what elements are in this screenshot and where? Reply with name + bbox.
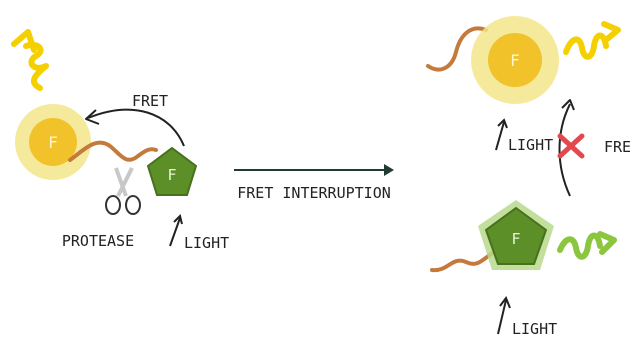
light-arrow-right-top (495, 121, 505, 151)
linker-left (68, 140, 158, 162)
label-fret-right: FRET (604, 138, 630, 156)
fluorophore-letter-yellow-right: F (510, 51, 520, 70)
label-fret-interruption: FRET INTERRUPTION (237, 184, 391, 202)
fret-arrowhead-left (85, 109, 100, 125)
label-light-right-top: LIGHT (508, 136, 553, 154)
fluorophore-letter-green-right: F (511, 230, 520, 248)
yellow-fluorophore-left (29, 118, 77, 166)
yellow-emission-wave-left (23, 42, 49, 91)
linker-right-bottom (430, 250, 496, 273)
fret-arrow-left (87, 108, 185, 147)
green-fluorophore-left (146, 146, 198, 196)
yellow-emission-arrowhead-left (11, 29, 37, 53)
light-arrow-left (169, 217, 181, 247)
light-arrowhead-right-top (497, 118, 508, 129)
light-arrow-right-bottom (497, 299, 507, 335)
cross-icon (557, 133, 585, 159)
linker-right-top (426, 26, 488, 72)
fluorophore-letter-yellow-left: F (48, 133, 58, 152)
yellow-emission-arrowhead-right (601, 21, 621, 43)
label-fret-top: FRET (132, 92, 168, 110)
label-protease: PROTEASE (62, 232, 134, 250)
label-light-right-bottom: LIGHT (512, 320, 557, 338)
yellow-emission-wave-right (563, 32, 609, 60)
light-arrowhead-right-bottom (499, 295, 511, 309)
fluorophore-letter-green-left: F (167, 166, 176, 184)
label-light-left: LIGHT (184, 234, 229, 252)
fret-arrowhead-right (561, 99, 575, 111)
interruption-arrowhead (384, 164, 394, 176)
fret-arrow-right (558, 103, 571, 197)
light-arrowhead-left (173, 214, 183, 225)
green-fluorophore-right (484, 206, 548, 265)
green-emission-wave (557, 232, 603, 260)
yellow-fluorophore-right (488, 33, 542, 87)
scissors-icon (105, 167, 141, 215)
green-emission-arrowhead (597, 231, 617, 255)
